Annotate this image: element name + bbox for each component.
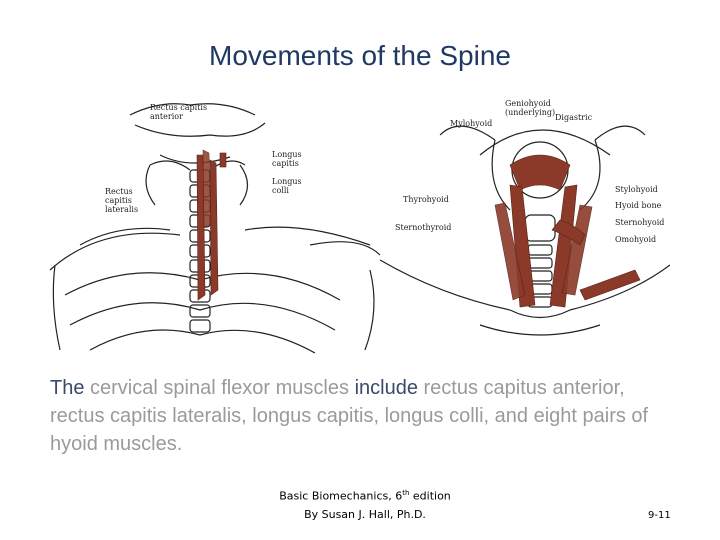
- credit-line-1: Basic Biomechanics, 6th edition: [250, 484, 480, 506]
- label-longus-capitis: Longus capitis: [272, 150, 312, 168]
- label-rectus-capitis-lateralis: Rectus capitis lateralis: [105, 187, 155, 214]
- label-sternothyroid: Sternothyroid: [395, 223, 455, 232]
- label-geniohyoid: Geniohyoid (underlying): [505, 99, 555, 117]
- label-digastric: Digastric: [555, 113, 605, 122]
- credit-book-title: Basic Biomechanics, 6: [279, 490, 402, 503]
- label-hyoid-bone: Hyoid bone: [615, 201, 665, 210]
- body-word-the: The: [50, 377, 84, 399]
- body-text: The cervical spinal flexor muscles inclu…: [50, 374, 680, 458]
- label-sternohyoid: Sternohyoid: [615, 218, 670, 227]
- slide-title: Movements of the Spine: [0, 40, 720, 72]
- body-word-include: include: [355, 377, 418, 399]
- anatomy-figure: Rectus capitis anterior Longus capitis L…: [40, 95, 670, 360]
- label-stylohyoid: Stylohyoid: [615, 185, 665, 194]
- label-mylohyoid: Mylohyoid: [450, 119, 500, 128]
- credit: Basic Biomechanics, 6th edition By Susan…: [250, 484, 480, 524]
- body-segment-1: cervical spinal flexor muscles: [84, 377, 354, 399]
- credit-line-2: By Susan J. Hall, Ph.D.: [250, 506, 480, 524]
- anatomy-illustration: [40, 95, 670, 360]
- label-omohyoid: Omohyoid: [615, 235, 665, 244]
- label-longus-colli: Longus colli: [272, 177, 312, 195]
- label-rectus-capitis-anterior: Rectus capitis anterior: [150, 103, 210, 121]
- page-number: 9-11: [648, 510, 671, 521]
- credit-edition: edition: [409, 490, 450, 503]
- label-thyrohyoid: Thyrohyoid: [403, 195, 453, 204]
